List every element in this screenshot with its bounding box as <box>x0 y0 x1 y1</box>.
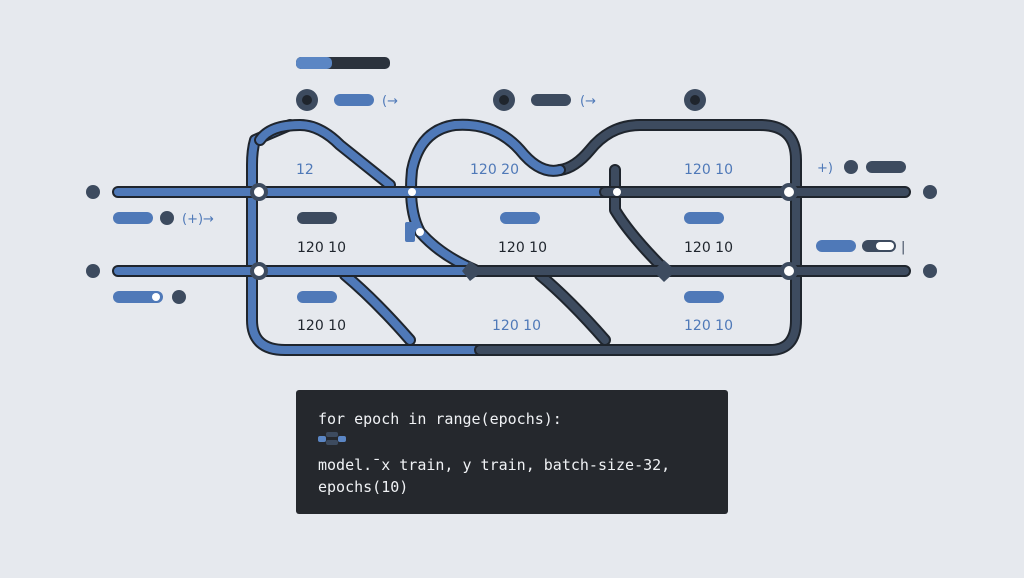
code-block-icon <box>318 432 728 450</box>
top-label-a: (→ <box>382 94 398 109</box>
node-label-n3: 120 10 <box>684 162 733 178</box>
node-label-n1: 12 <box>296 162 314 178</box>
code-line-4: epochs(10) <box>318 478 409 496</box>
top-label-b: (→ <box>580 94 596 109</box>
node-label-n9: 120 10 <box>684 318 733 334</box>
left-controls <box>113 211 186 304</box>
left-label-row1: (+)→ <box>182 212 214 227</box>
top-progress-pill <box>296 57 390 69</box>
junction-nodes <box>250 183 798 280</box>
arrow-marker-icon <box>462 261 483 281</box>
node-label-n7: 120 10 <box>297 318 346 334</box>
code-panel: for epoch in range(epochs): model.¯x tra… <box>296 390 728 514</box>
node-labels: 12 120 20 120 10 120 10 120 10 120 10 12… <box>296 162 733 334</box>
node-label-n8: 120 10 <box>492 318 541 334</box>
top-controls <box>296 89 706 111</box>
loop-tracks <box>246 118 802 356</box>
rails <box>112 186 911 277</box>
cell-pills <box>297 212 724 303</box>
node-label-n4: 120 10 <box>297 240 346 256</box>
node-label-n5: 120 10 <box>498 240 547 256</box>
right-label-row0: +) <box>817 161 833 176</box>
node-label-n2: 120 20 <box>470 162 519 178</box>
right-controls <box>816 160 906 252</box>
node-label-n6: 120 10 <box>684 240 733 256</box>
code-line-3: model.¯x train, y train, batch-size-32, <box>318 456 671 474</box>
right-label-row1: | <box>901 240 905 255</box>
rail-end-dots <box>86 185 937 278</box>
diamond-marker-icon <box>653 260 676 282</box>
bracket-marker-icon <box>405 222 415 242</box>
code-line-1: for epoch in range(epochs): <box>318 410 562 428</box>
